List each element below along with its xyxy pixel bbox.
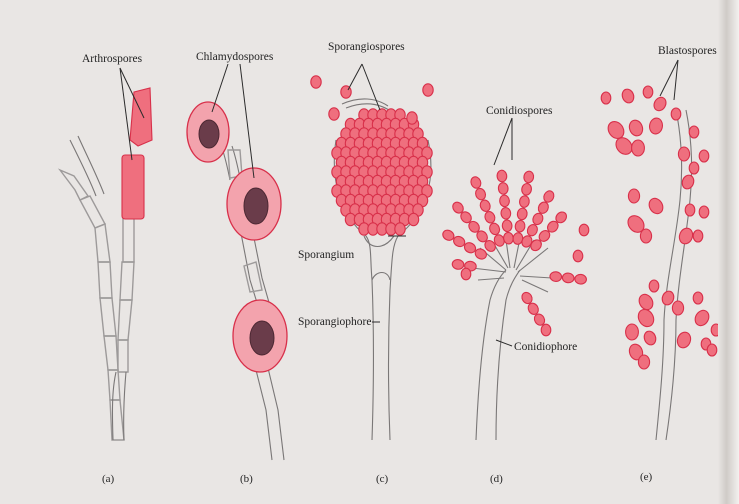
chlamydospore-cells xyxy=(187,102,287,372)
blastospore xyxy=(680,174,695,191)
blastospore xyxy=(649,280,659,292)
conidiospore xyxy=(519,195,530,208)
conidiospore xyxy=(541,324,551,336)
sporangiospore xyxy=(329,108,339,120)
conidiospore xyxy=(523,170,534,183)
conidiospore xyxy=(474,187,487,201)
conidiospores xyxy=(441,170,589,336)
blastospore xyxy=(648,117,663,135)
label-sporangiophore: Sporangiophore xyxy=(298,317,371,329)
blastospore xyxy=(677,226,695,245)
label-arthrospores: Arthrospores xyxy=(82,54,142,66)
blastospore xyxy=(642,330,657,347)
sporangiospore xyxy=(423,84,433,96)
blastospore xyxy=(685,204,695,216)
conidiospore xyxy=(503,232,514,245)
blastospore xyxy=(692,308,711,328)
blastospore xyxy=(678,147,689,161)
label-conidiospores: Conidiospores xyxy=(486,106,552,118)
conidiospore xyxy=(514,220,525,233)
blastospore xyxy=(601,92,611,104)
sporangiospore xyxy=(395,223,405,235)
conidiospore xyxy=(483,210,496,224)
sporangiospore xyxy=(311,76,321,88)
blastospores xyxy=(601,86,721,369)
blastospore xyxy=(693,292,703,304)
blastospore xyxy=(632,140,645,156)
blastospore xyxy=(627,118,645,137)
conidiospore xyxy=(573,250,583,262)
blastospore xyxy=(640,229,651,243)
blastospore xyxy=(626,324,639,340)
conidiospore xyxy=(479,199,492,213)
label-sporangium: Sporangium xyxy=(298,250,354,262)
blastospore xyxy=(689,126,699,138)
label-chlamydospores: Chlamydospores xyxy=(196,52,273,64)
blastospore xyxy=(643,86,653,98)
conidiospore xyxy=(579,224,589,236)
panel-label-e: (e) xyxy=(640,472,652,483)
label-blastospores: Blastospores xyxy=(658,46,717,58)
panel-label-a: (a) xyxy=(102,474,114,485)
conidiospore xyxy=(562,273,575,284)
label-sporangiospores: Sporangiospores xyxy=(328,42,405,54)
conidiospore xyxy=(521,183,532,196)
panel-label-d: (d) xyxy=(490,474,503,485)
conidiospores-pointer xyxy=(494,118,512,165)
blastospore xyxy=(699,150,709,162)
sporangiospores-pointer xyxy=(348,64,380,110)
blastospore xyxy=(671,108,681,120)
arthrospore-2 xyxy=(122,155,144,219)
blastospore xyxy=(699,206,709,218)
arthrospore-cells xyxy=(122,88,152,219)
blastospore xyxy=(652,95,669,113)
blastospore xyxy=(646,196,665,216)
panel-label-c: (c) xyxy=(376,474,388,485)
conidiophore-pointer xyxy=(496,340,512,346)
blastospore xyxy=(672,301,683,315)
sporangiospore xyxy=(408,213,418,225)
conidiospore xyxy=(452,259,465,270)
blastospore xyxy=(693,230,703,242)
blastospores-pointer xyxy=(660,60,678,100)
conidiospore xyxy=(574,274,587,285)
conidiospore xyxy=(488,222,501,236)
conidiospore xyxy=(502,219,513,232)
blastospore xyxy=(638,355,649,369)
panel-label-b: (b) xyxy=(240,474,253,485)
blastospore xyxy=(628,189,639,203)
blastospore xyxy=(635,307,656,330)
conidiospore xyxy=(517,207,528,220)
sporangiospore xyxy=(407,112,417,124)
label-conidiophore: Conidiophore xyxy=(514,342,577,354)
conidiospore xyxy=(499,195,510,208)
conidiospore xyxy=(469,175,482,189)
conidiospore xyxy=(500,207,511,220)
blastospore xyxy=(675,330,693,349)
conidiophore-structure xyxy=(472,238,552,440)
blastospore xyxy=(707,344,717,356)
conidiospore xyxy=(498,182,509,195)
blastospore xyxy=(689,162,699,174)
blastospore xyxy=(620,88,635,105)
conidiospore xyxy=(549,271,562,282)
conidiospore xyxy=(497,170,508,183)
page-edge xyxy=(718,0,739,504)
conidiospore xyxy=(461,268,471,280)
